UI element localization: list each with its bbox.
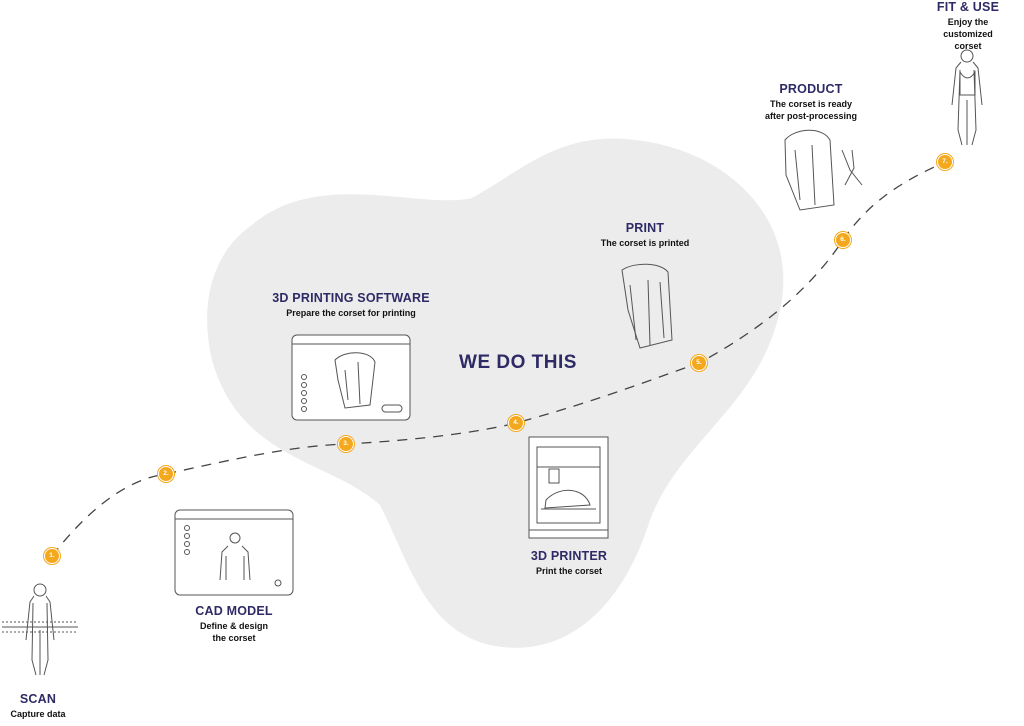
step-product: PRODUCT The corset is ready after post-p… [765, 82, 857, 122]
step-marker-6: 6. [835, 232, 851, 248]
step-3d-printer: 3D PRINTER Print the corset [531, 549, 607, 577]
step-marker-4: 4. [508, 415, 524, 431]
step-description: The corset is printed [600, 238, 690, 248]
step-title: CAD MODEL [195, 604, 273, 618]
step-fit-and-use: FIT & USE Enjoy the customized corset [937, 0, 999, 52]
step-title: 3D PRINTING SOFTWARE [272, 291, 430, 305]
body-scan-icon [2, 583, 78, 676]
step-title: FIT & USE [936, 0, 1000, 14]
step-title: 3D PRINTER [530, 549, 608, 563]
step-description: The corset is ready after post-processin… [764, 99, 858, 121]
step-description: Define & design the corset [199, 621, 268, 643]
step-description: Enjoy the customized corset [943, 17, 993, 51]
step-description: Print the corset [535, 566, 603, 576]
step-marker-2: 2. [158, 466, 174, 482]
step-marker-5: 5. [691, 355, 707, 371]
step-marker-1: 1. [44, 548, 60, 564]
corset-pliers-icon [784, 129, 863, 211]
3d-printer-icon [528, 436, 609, 539]
step-description: Capture data [10, 709, 66, 719]
step-3d-printing-software: 3D PRINTING SOFTWARE Prepare the corset … [272, 291, 429, 319]
center-label: WE DO THIS [459, 352, 577, 373]
step-print: PRINT The corset is printed [601, 221, 690, 249]
step-scan: SCAN Capture data [10, 692, 65, 720]
fitted-body-icon [951, 49, 983, 146]
step-title: PRODUCT [779, 82, 843, 96]
slicer-window-icon [291, 334, 411, 421]
we-do-this-blob [207, 138, 784, 648]
step-marker-3: 3. [338, 436, 354, 452]
step-description: Prepare the corset for printing [286, 308, 416, 318]
step-title: PRINT [625, 221, 665, 235]
step-marker-7: 7. [937, 154, 953, 170]
step-cad-model: CAD MODEL Define & design the corset [195, 604, 273, 644]
cad-window-icon [174, 509, 294, 596]
step-title: SCAN [19, 692, 57, 706]
printed-corset-icon [621, 263, 673, 349]
